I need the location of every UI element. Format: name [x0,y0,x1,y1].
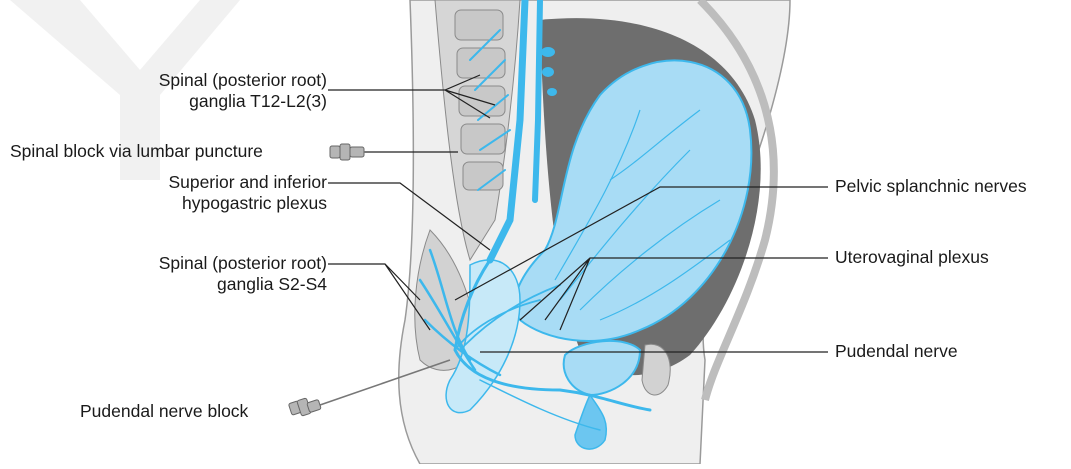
label-hypogastric-line2: hypogastric plexus [168,193,327,214]
label-spinal-block: Spinal block via lumbar puncture [10,141,263,162]
label-pelvic-splanchnic-nerves: Pelvic splanchnic nerves [835,176,1027,197]
spinal-needle-icon [330,144,380,160]
label-spinal-t12-line2: ganglia T12-L2(3) [159,91,327,112]
label-spinal-ganglia-s2-s4: Spinal (posterior root) ganglia S2-S4 [159,253,327,295]
label-pudendal-nerve-block: Pudendal nerve block [80,401,248,422]
label-uterovaginal-plexus: Uterovaginal plexus [835,247,989,268]
label-spinal-ganglia-t12-l2: Spinal (posterior root) ganglia T12-L2(3… [159,70,327,112]
label-pelvic-splanchnic-text: Pelvic splanchnic nerves [835,176,1027,197]
label-spinal-block-text: Spinal block via lumbar puncture [10,141,263,162]
label-pudendal-nerve: Pudendal nerve [835,341,958,362]
label-pudendal-block-text: Pudendal nerve block [80,401,248,422]
pudendal-needle-icon [288,398,321,416]
label-uterovaginal-text: Uterovaginal plexus [835,247,989,268]
label-pudendal-nerve-text: Pudendal nerve [835,341,958,362]
label-spinal-s2-line1: Spinal (posterior root) [159,253,327,274]
label-spinal-t12-line1: Spinal (posterior root) [159,70,327,91]
label-hypogastric-line1: Superior and inferior [168,172,327,193]
label-spinal-s2-line2: ganglia S2-S4 [159,274,327,295]
label-hypogastric-plexus: Superior and inferior hypogastric plexus [168,172,327,214]
